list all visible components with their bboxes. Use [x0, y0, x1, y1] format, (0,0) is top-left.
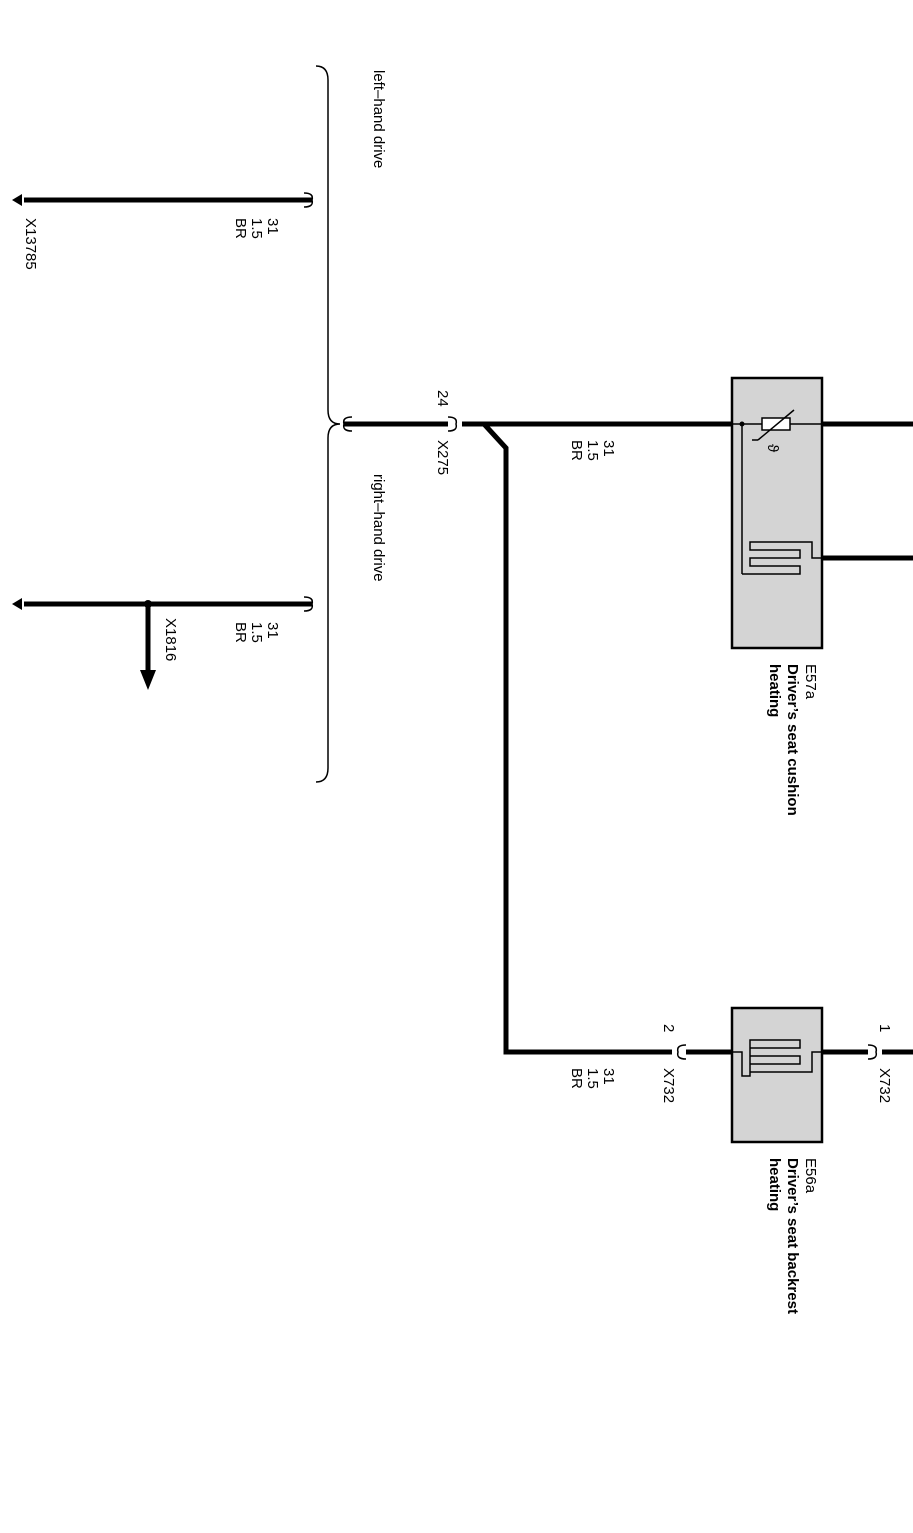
- connector-x1816-label: X1816: [162, 618, 179, 661]
- wire-circuit-label: 31: [264, 218, 281, 235]
- thermistor-icon: [761, 417, 791, 431]
- wire-color-label: BR: [232, 622, 249, 643]
- rhd-ground-branch: [12, 596, 314, 690]
- connector-socket-icon: [303, 596, 314, 612]
- wire-color-label: BR: [568, 1068, 585, 1089]
- ground-arrow-icon: [12, 194, 22, 206]
- component-e57a: ϑ: [730, 376, 913, 650]
- wire-gauge-label: 1.5: [584, 1068, 601, 1089]
- connector-socket-icon: [303, 192, 314, 208]
- rhd-label: right–hand drive: [370, 474, 387, 582]
- thermistor-symbol: ϑ: [764, 444, 781, 453]
- connector-x732-label: X732: [876, 1068, 893, 1103]
- connector-x732-socket-icon: [676, 1044, 687, 1060]
- connector-x275-label: X275: [434, 440, 451, 475]
- wire-gauge-label: 1.5: [584, 440, 601, 461]
- wire-color-label: BR: [232, 218, 249, 239]
- connector-x732-label: X732: [660, 1068, 677, 1103]
- lhd-label: left–hand drive: [370, 70, 387, 168]
- wire-gauge-label: 1.5: [248, 218, 265, 239]
- e56a-id-label: E56a: [802, 1158, 819, 1194]
- connector-x275-pin-label: 24: [434, 390, 451, 407]
- connector-x732-pin-label: 1: [876, 1024, 893, 1032]
- component-e56a: [730, 1006, 913, 1144]
- connector-x732-pin-label: 2: [660, 1024, 677, 1032]
- e56a-box: [730, 1006, 824, 1144]
- wire-circuit-label: 31: [600, 440, 617, 457]
- connector-x732-pin-icon: [867, 1044, 878, 1060]
- e57a-name-label: Driver’s seat cushion: [784, 664, 801, 816]
- e57a-name-label-2: heating: [766, 664, 783, 717]
- branch-wire-to-e56a: [482, 422, 672, 1055]
- down-arrow-icon: [140, 670, 156, 690]
- heating-element-icon: [742, 541, 822, 575]
- e56a-name-label: Driver’s seat backrest: [784, 1158, 801, 1314]
- lhd-ground-branch: [12, 192, 314, 208]
- e56a-name-label-2: heating: [766, 1158, 783, 1211]
- wire-color-label: BR: [568, 440, 585, 461]
- connector-x13785-label: X13785: [22, 218, 39, 270]
- e57a-id-label: E57a: [802, 664, 819, 700]
- wire-gauge-label: 1.5: [248, 622, 265, 643]
- wire-circuit-label: 31: [600, 1068, 617, 1085]
- variant-brace: [315, 65, 341, 783]
- thermistor-slash: [757, 409, 795, 441]
- heating-element-icon: [732, 1039, 822, 1077]
- ground-arrow-icon: [12, 598, 22, 610]
- wire-circuit-label: 31: [264, 622, 281, 639]
- connector-x275-pin-icon: [447, 416, 458, 432]
